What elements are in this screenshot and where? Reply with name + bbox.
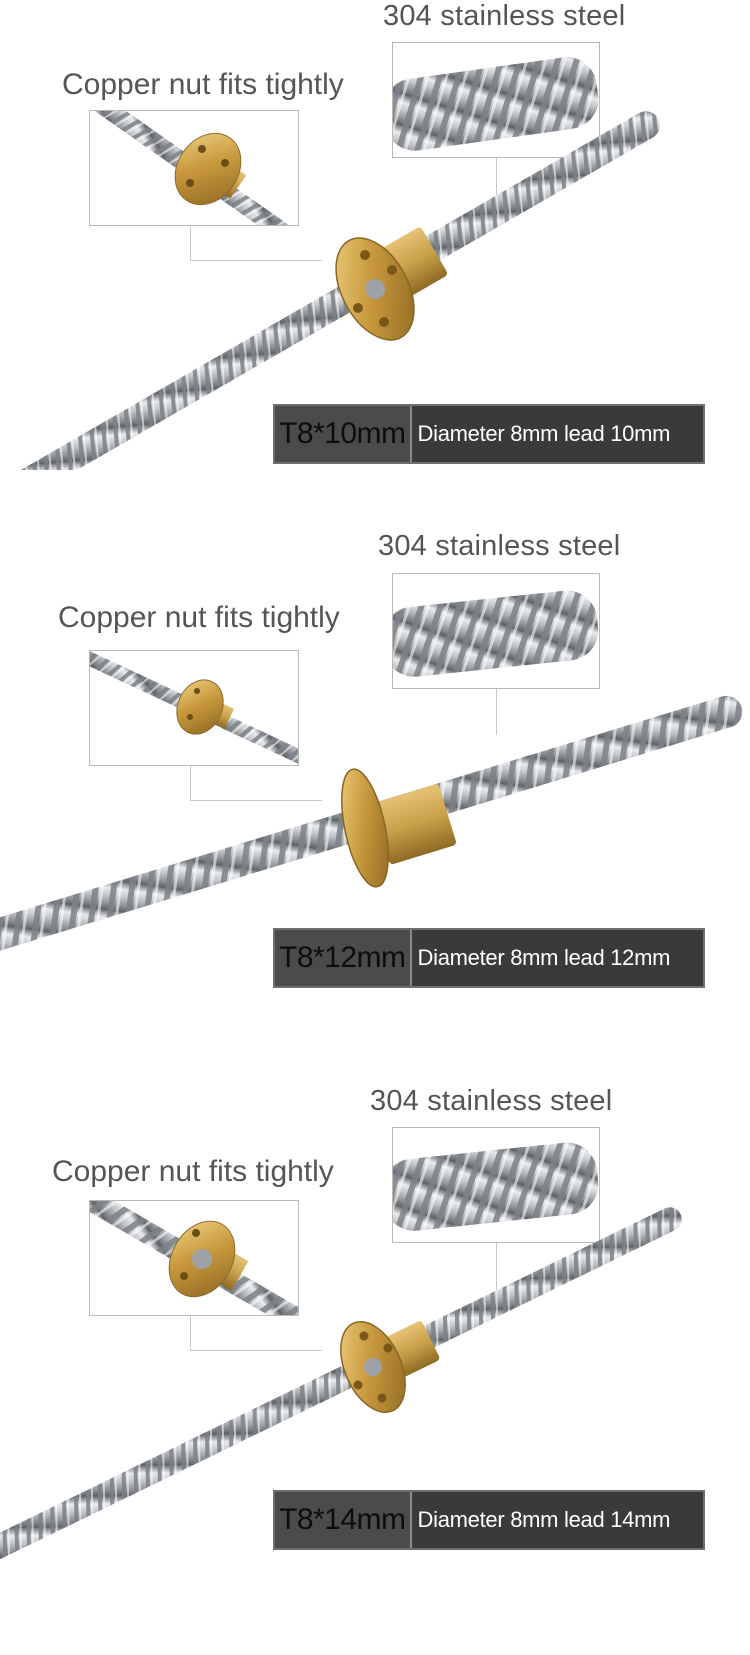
model-label: T8*12mm bbox=[275, 930, 412, 986]
nut-closeup-image bbox=[89, 110, 299, 226]
leader-line bbox=[190, 226, 191, 260]
leader-line bbox=[496, 1243, 497, 1291]
leader-line bbox=[496, 158, 497, 204]
spec-description: Diameter 8mm lead 14mm bbox=[417, 1507, 671, 1532]
spec-description: Diameter 8mm lead 12mm bbox=[417, 945, 671, 970]
spec-bar: T8*12mm Diameter 8mm lead 12mm bbox=[273, 928, 705, 988]
product-panel-1: 304 stainless steel Copper nut fits tigh… bbox=[0, 0, 750, 470]
nut-label: Copper nut fits tightly bbox=[52, 1155, 334, 1188]
leader-line bbox=[190, 800, 322, 801]
nut-label: Copper nut fits tightly bbox=[58, 601, 340, 634]
steel-label: 304 stainless steel bbox=[370, 1085, 613, 1117]
spec-description: Diameter 8mm lead 10mm bbox=[417, 421, 671, 446]
spec-bar: T8*10mm Diameter 8mm lead 10mm bbox=[273, 404, 705, 464]
leader-line bbox=[190, 1316, 191, 1350]
spec-bar: T8*14mm Diameter 8mm lead 14mm bbox=[273, 1490, 705, 1550]
leader-line bbox=[496, 689, 497, 735]
leader-line bbox=[190, 766, 191, 800]
lead-screw-image bbox=[0, 111, 660, 470]
nut-label: Copper nut fits tightly bbox=[62, 68, 344, 101]
steel-closeup-image bbox=[392, 573, 600, 689]
steel-closeup-image bbox=[392, 42, 600, 158]
leader-line bbox=[190, 1350, 322, 1351]
nut-closeup-image bbox=[89, 1200, 299, 1316]
steel-label: 304 stainless steel bbox=[378, 530, 621, 562]
steel-closeup-image bbox=[392, 1127, 600, 1243]
product-panel-2: 304 stainless steel Copper nut fits tigh… bbox=[0, 530, 750, 1010]
product-panel-3: 304 stainless steel Copper nut fits tigh… bbox=[0, 1085, 750, 1645]
steel-label: 304 stainless steel bbox=[383, 0, 626, 32]
model-label: T8*14mm bbox=[275, 1492, 412, 1548]
model-label: T8*10mm bbox=[275, 406, 412, 462]
nut-closeup-image bbox=[89, 650, 299, 766]
lead-screw-image bbox=[0, 695, 743, 962]
lead-screw-image bbox=[0, 1207, 682, 1585]
leader-line bbox=[190, 260, 322, 261]
